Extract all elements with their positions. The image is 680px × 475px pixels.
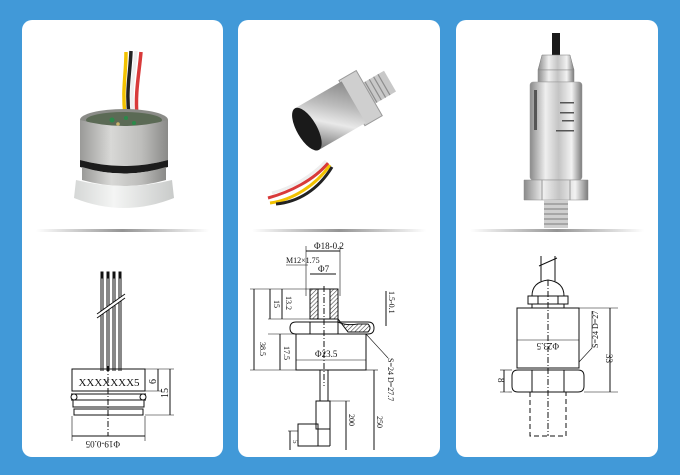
dim-hex: S=24 D=27.7: [386, 358, 395, 401]
product-card-threaded-transmitter: Φ18-0.2 M12×1.75 Φ7 Φ23.5 38.5 15 13.2 1…: [238, 20, 440, 457]
separator-line: [36, 229, 209, 232]
dim-cable-a: 200: [347, 414, 356, 426]
dim-outer-diameter: Φ18-0.2: [314, 241, 344, 251]
dim-thread-len-a: 13.2: [284, 296, 293, 310]
dim-height: 33: [604, 354, 614, 364]
lead-wires-icon: [96, 271, 126, 371]
separator-line: [470, 229, 644, 232]
dim-body-diameter: Φ23.5: [315, 349, 338, 359]
dim-cable-b: 250: [375, 416, 384, 428]
dim-groove: 1.5-0.1: [387, 291, 396, 314]
sensor-core-drawing: XXXXXXX5 6 15 Φ19-0.05: [70, 271, 174, 449]
industrial-transmitter-photo: [523, 33, 589, 228]
dim-hex-height: 8: [496, 378, 506, 383]
separator-line: [252, 229, 426, 232]
dim-total: 38.5: [258, 342, 267, 356]
product-card-sensor-core: XXXXXXX5 6 15 Φ19-0.05: [22, 20, 223, 457]
dim-height-top: 6: [148, 379, 159, 384]
dim-connector: 5: [291, 440, 299, 444]
sensor-core-photo: [74, 50, 174, 208]
threaded-transmitter-photo: [267, 69, 397, 206]
dim-height-total: 15: [160, 388, 171, 398]
marking-label: XXXXXXX5: [78, 377, 140, 389]
dim-body: 17.5: [282, 346, 291, 360]
dim-thread-len-b: 15: [272, 300, 281, 308]
dim-hex: S=24 D=27: [591, 311, 600, 348]
dim-thread: M12×1.75: [286, 256, 320, 265]
threaded-transmitter-drawing: Φ18-0.2 M12×1.75 Φ7 Φ23.5 38.5 15 13.2 1…: [250, 241, 396, 450]
dim-body-diameter: Φ23.5: [536, 341, 559, 351]
industrial-transmitter-drawing: Φ23.5 8 33 S=24 D=27: [496, 256, 618, 437]
dim-bore: Φ7: [318, 264, 330, 274]
product-card-industrial-transmitter: Φ23.5 8 33 S=24 D=27: [456, 20, 658, 457]
dim-diameter: Φ19-0.05: [85, 439, 120, 449]
